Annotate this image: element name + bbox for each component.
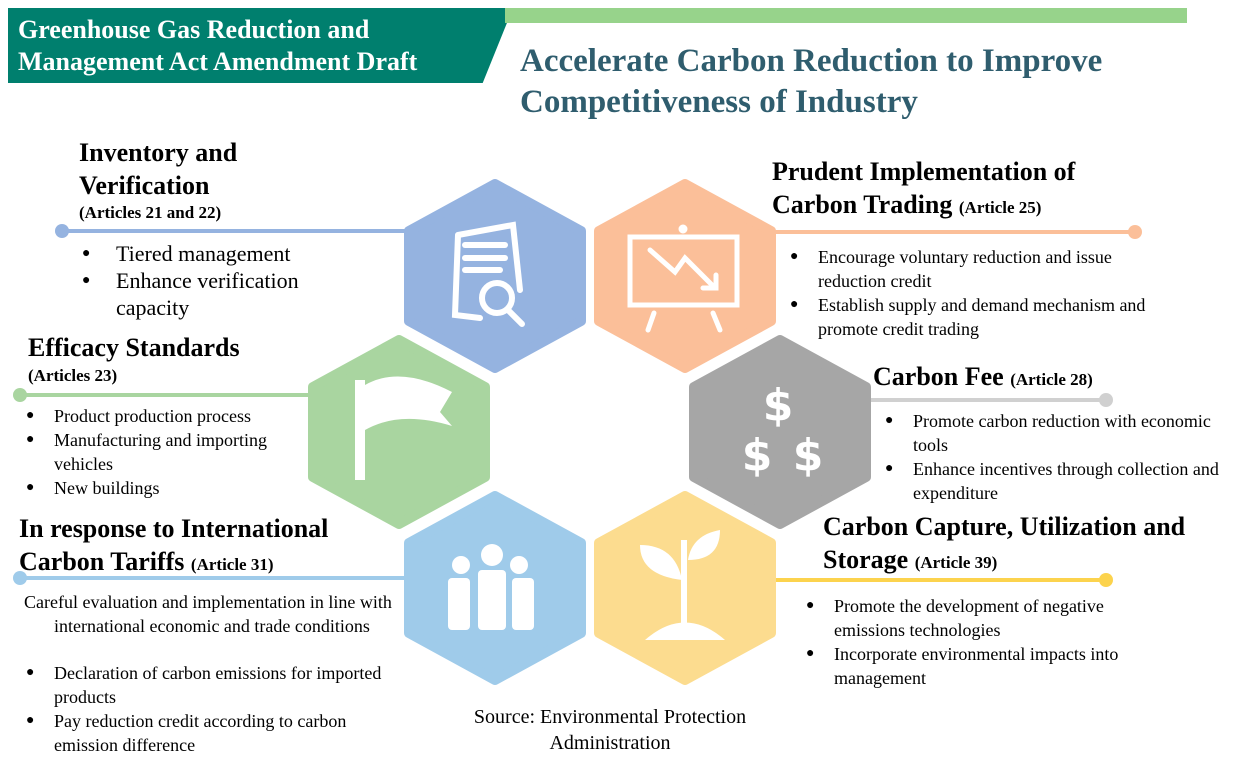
header-accent-bar <box>505 8 1187 23</box>
ccus-heading: Carbon Capture, Utilization and Storage … <box>823 510 1185 579</box>
heading-line: Prudent Implementation of <box>772 157 1076 186</box>
tariffs-heading: In response to International Carbon Tari… <box>19 512 328 581</box>
list-item: New buildings <box>26 476 311 500</box>
hexagon-trading <box>594 179 776 373</box>
hexagon-fee <box>689 335 871 529</box>
heading-line: Storage <box>823 545 909 574</box>
list-item: Enhance incentives through collection an… <box>885 457 1235 505</box>
hexagon-efficacy <box>308 335 490 529</box>
list-item: Promote the development of negative emis… <box>806 594 1136 642</box>
connector-dot <box>13 388 27 402</box>
list-item: Tiered management <box>82 240 342 267</box>
fee-heading: Carbon Fee (Article 28) <box>873 360 1093 396</box>
article-ref: (Articles 21 and 22) <box>79 203 222 222</box>
title-line: Accelerate Carbon Reduction to Improve <box>520 43 1103 79</box>
heading-line: Efficacy Standards <box>28 333 240 362</box>
ccus-bullets: Promote the development of negative emis… <box>806 594 1136 690</box>
list-item: Promote carbon reduction with economic t… <box>885 409 1235 457</box>
list-item: Declaration of carbon emissions for impo… <box>26 661 401 709</box>
heading-line: Carbon Tariffs <box>19 547 185 576</box>
trading-bullets: Encourage voluntary reduction and issue … <box>790 245 1170 341</box>
list-item: Establish supply and demand mechanism an… <box>790 293 1170 341</box>
svg-text:$: $ <box>763 380 794 431</box>
trading-heading: Prudent Implementation of Carbon Trading… <box>772 155 1075 224</box>
header-badge <box>8 8 513 83</box>
flag-icon <box>355 376 452 480</box>
list-item: Enhance verification capacity <box>82 267 342 321</box>
source-note: Source: Environmental Protection Adminis… <box>473 706 747 754</box>
connector-dot <box>1128 225 1142 239</box>
connector-dot <box>13 571 27 585</box>
connector-dot <box>1099 573 1113 587</box>
fee-bullets: Promote carbon reduction with economic t… <box>885 409 1235 505</box>
list-item: Incorporate environmental impacts into m… <box>806 642 1136 690</box>
people-icon <box>448 544 534 630</box>
badge-line: Greenhouse Gas Reduction and <box>18 15 370 44</box>
title-line: Competitiveness of Industry <box>520 84 918 120</box>
efficacy-bullets: Product production process Manufacturing… <box>26 404 311 500</box>
list-item: Manufacturing and importing vehicles <box>26 428 311 476</box>
list-item: Pay reduction credit according to carbon… <box>26 709 401 757</box>
efficacy-heading: Efficacy Standards (Articles 23) <box>28 331 240 388</box>
list-item: Encourage voluntary reduction and issue … <box>790 245 1170 293</box>
list-item: Product production process <box>26 404 311 428</box>
chart-down-board-icon <box>627 224 740 333</box>
article-ref: (Articles 23) <box>28 366 118 385</box>
svg-text:$: $ <box>742 430 773 481</box>
article-ref: (Article 31) <box>190 555 274 574</box>
heading-line: In response to International <box>19 514 329 543</box>
article-ref: (Article 25) <box>958 198 1042 217</box>
connector-dot <box>1099 393 1113 407</box>
tariffs-intro: Careful evaluation and implementation in… <box>24 592 392 636</box>
dollar-icon: $ $ $ <box>742 380 824 481</box>
document-search-icon <box>451 221 525 327</box>
heading-line: Carbon Fee <box>873 362 1004 391</box>
badge-line: Management Act Amendment Draft <box>18 47 418 76</box>
heading-line: Carbon Capture, Utilization and <box>823 512 1186 541</box>
hexagon-inventory <box>404 179 586 373</box>
heading-line: Inventory and <box>79 138 238 167</box>
sprout-icon <box>640 530 725 640</box>
heading-line: Verification <box>79 171 210 200</box>
tariffs-bullets: Declaration of carbon emissions for impo… <box>26 661 401 757</box>
inventory-bullets: Tiered management Enhance verification c… <box>82 240 342 321</box>
svg-text:$: $ <box>793 430 824 481</box>
article-ref: (Article 28) <box>1010 370 1093 389</box>
connector-dot <box>55 224 69 238</box>
article-ref: (Article 39) <box>914 553 998 572</box>
inventory-heading: Inventory and Verification (Articles 21 … <box>79 136 237 224</box>
heading-line: Carbon Trading <box>772 190 953 219</box>
